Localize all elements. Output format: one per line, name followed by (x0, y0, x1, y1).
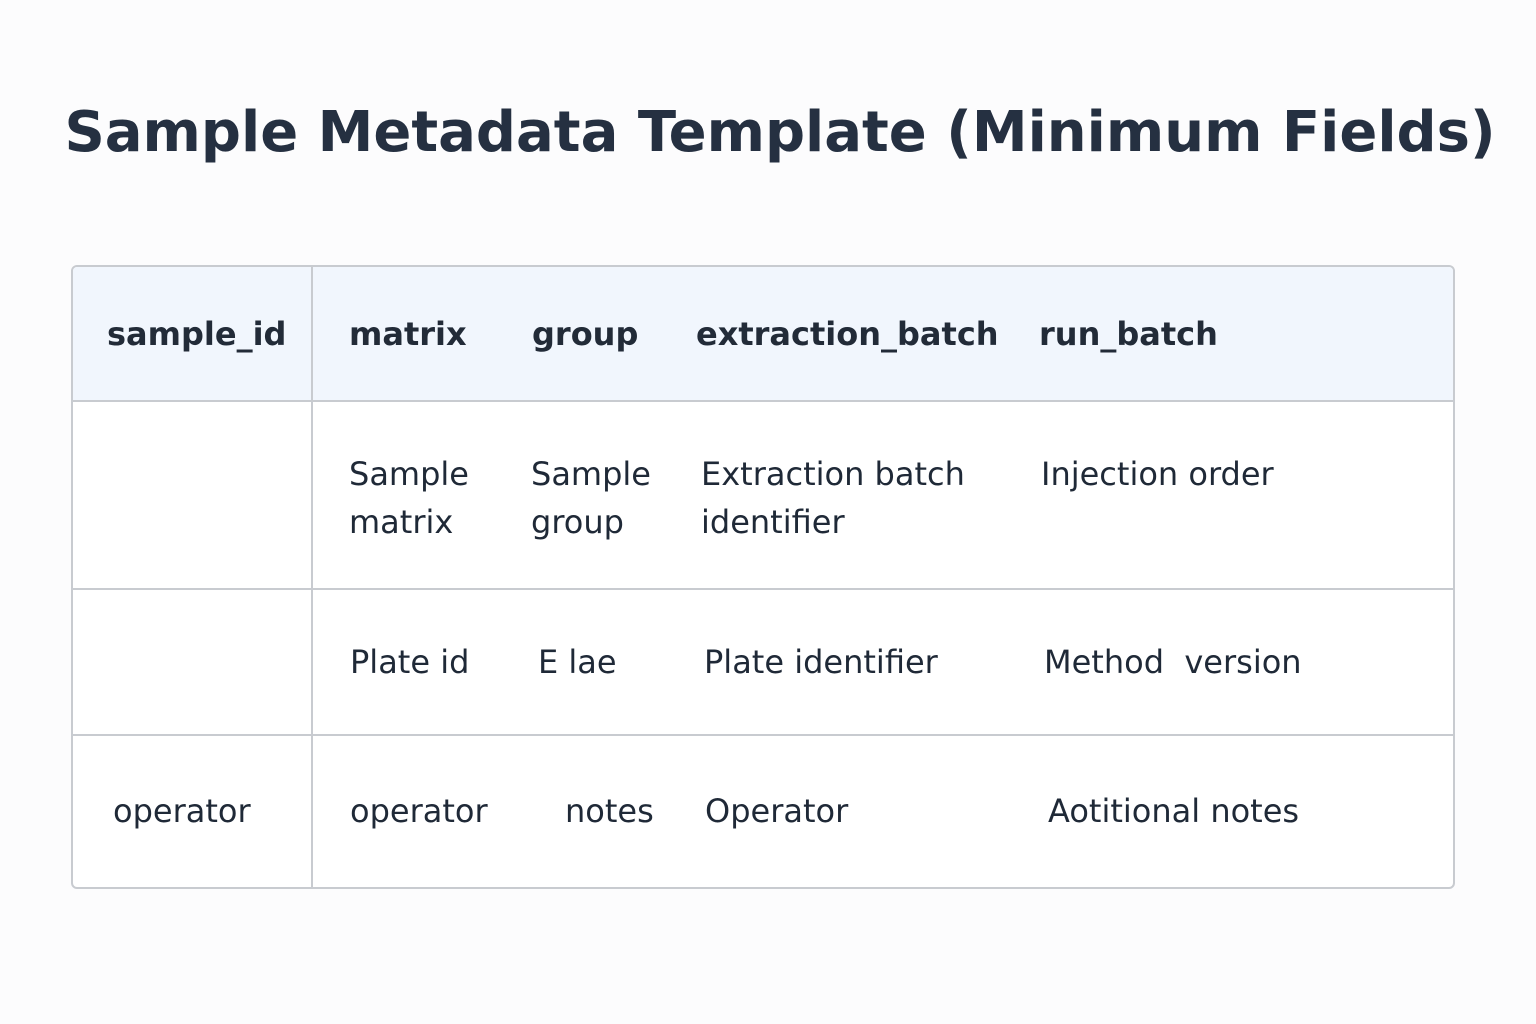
cell-extraction-batch: Extraction batch identifier (701, 455, 965, 541)
cell-matrix: Plate id (350, 643, 470, 681)
cell-run-batch: Injection order (1041, 455, 1274, 493)
column-divider (311, 267, 313, 887)
cell-matrix: operator (350, 792, 488, 830)
cell-run-batch: Method version (1044, 643, 1302, 681)
cell-extraction-batch: Plate identifier (704, 643, 938, 681)
header-group: group (532, 315, 639, 353)
cell-group: notes (565, 792, 654, 830)
table-row: Sample matrix Sample group Extraction ba… (73, 402, 1453, 590)
table-row: operator operator notes Operator Aotitio… (73, 736, 1453, 887)
table-row: Plate id E lae Plate identifier Method v… (73, 590, 1453, 736)
cell-matrix: Sample matrix (349, 455, 469, 541)
cell-run-batch: Aotitional notes (1048, 792, 1300, 830)
header-sample-id: sample_id (107, 315, 287, 353)
header-run-batch: run_batch (1039, 315, 1218, 353)
cell-group: E lae (538, 643, 617, 681)
table-header-row: sample_id matrix group extraction_batch … (73, 267, 1453, 402)
page-title: Sample Metadata Template (Minimum Fields… (64, 100, 1496, 165)
header-matrix: matrix (349, 315, 467, 353)
header-extraction-batch: extraction_batch (696, 315, 999, 353)
cell-group: Sample group (531, 455, 651, 541)
metadata-table: sample_id matrix group extraction_batch … (71, 265, 1455, 889)
cell-sample-id: operator (113, 792, 251, 830)
cell-extraction-batch: Operator (705, 792, 849, 830)
